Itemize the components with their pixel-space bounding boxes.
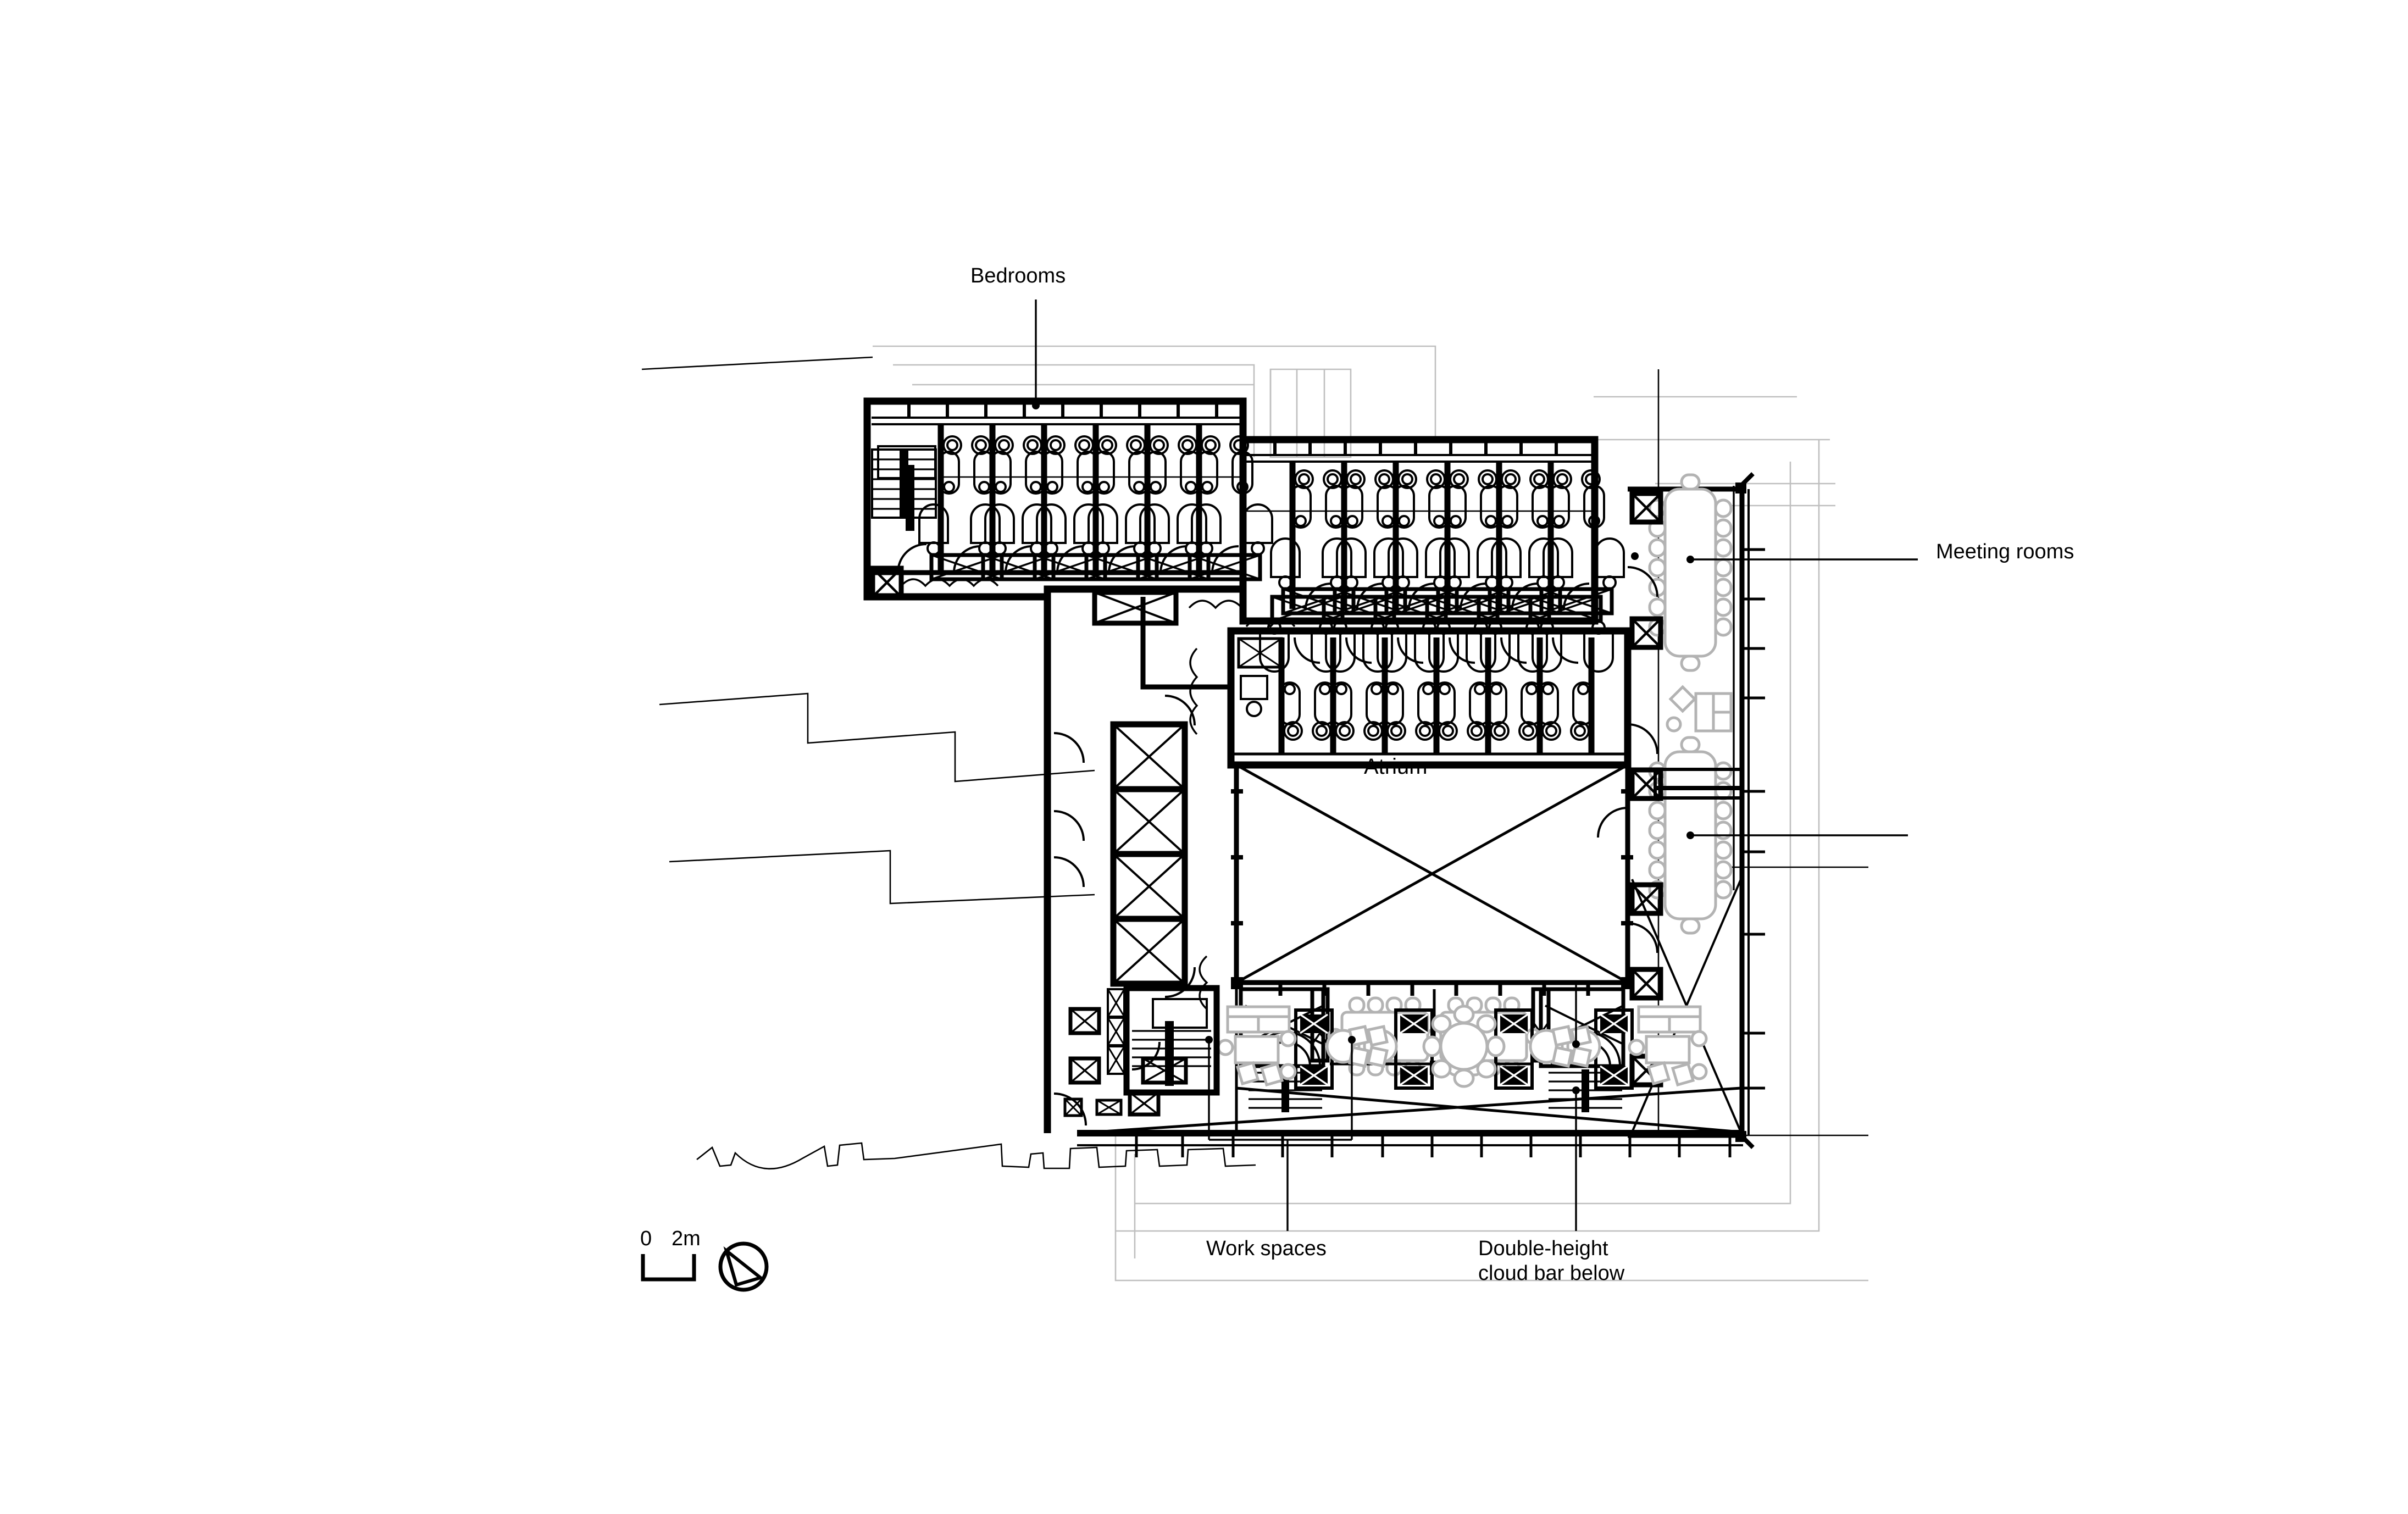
bedroom-wing-central	[1227, 597, 1632, 769]
annotation-bedrooms: Bedrooms	[970, 264, 1066, 287]
scale-bar-zero-label: 0	[640, 1227, 652, 1250]
shaft-small-cluster	[1063, 1007, 1188, 1117]
shaft-stack-top	[1092, 590, 1179, 626]
lift-shafts	[1107, 988, 1125, 1075]
leader-work-spaces	[1208, 1040, 1289, 1231]
north-arrow	[718, 1241, 769, 1292]
west-service-spine	[1044, 590, 1243, 1133]
stair-west-spine	[1123, 985, 1220, 1096]
annotation-cloud-bar: Double-height cloud bar below	[1478, 1237, 1625, 1285]
scale-bar-max-label: 2m	[672, 1227, 701, 1250]
annotation-work-spaces: Work spaces	[1206, 1237, 1327, 1260]
shaft-stack-middle	[1110, 721, 1188, 987]
atrium-void	[1231, 762, 1633, 985]
annotation-leaders	[1032, 300, 1918, 1231]
bedroom-wing-north	[863, 397, 1272, 601]
annotation-meeting-rooms: Meeting rooms	[1936, 540, 2074, 563]
scale-bar	[641, 1254, 696, 1282]
room-label-atrium: Atrium	[1364, 755, 1428, 779]
work-spaces-zone	[1077, 983, 1743, 1157]
